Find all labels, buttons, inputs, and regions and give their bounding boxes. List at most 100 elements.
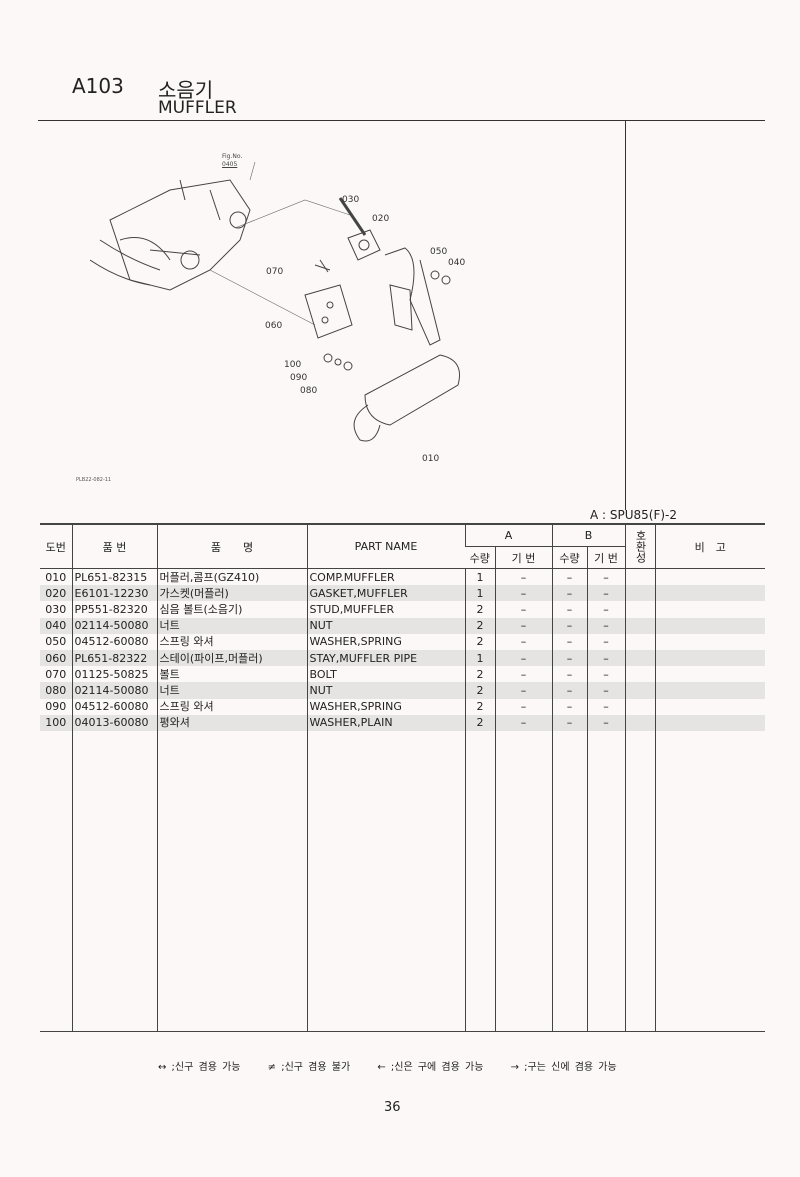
cell-a-qty: 2 — [464, 666, 495, 683]
cell-compat — [624, 585, 656, 602]
col-b-qty: 수량 — [551, 546, 587, 569]
header-divider — [38, 120, 765, 121]
cell-part-name: NUT — [306, 617, 465, 634]
cell-remarks — [654, 714, 766, 731]
cell-a-serial: – — [494, 585, 552, 602]
empty-cell — [40, 730, 72, 1032]
callout-label: 070 — [266, 267, 284, 277]
callout-label: 010 — [422, 454, 440, 464]
cell-remarks — [654, 633, 766, 650]
cell-remarks — [654, 568, 766, 586]
cell-part-no: PL651-82322 — [71, 649, 157, 667]
cell-name-ko: 볼트 — [156, 666, 307, 683]
cell-name-ko: 너트 — [156, 682, 307, 699]
cell-no: 020 — [40, 585, 72, 602]
empty-cell — [156, 730, 307, 1032]
cell-a-serial: – — [494, 601, 552, 618]
cell-remarks — [654, 666, 766, 683]
cell-a-serial: – — [494, 714, 552, 731]
stay-bracket — [304, 284, 353, 339]
cell-a-serial: – — [494, 633, 552, 650]
empty-cell — [464, 730, 495, 1032]
col-compat: 호환성 — [624, 523, 656, 569]
cell-b-serial: – — [586, 617, 626, 634]
figure-divider — [625, 120, 626, 510]
cell-no: 070 — [45, 667, 67, 681]
cell-remarks — [654, 585, 766, 602]
model-note: A : SPU85(F)-2 — [590, 508, 678, 522]
stud-bolt — [338, 197, 367, 236]
cell-name-ko: 심음 볼트(소음기) — [156, 601, 307, 618]
cell-a-serial: – — [494, 682, 552, 699]
cell-no: 100 — [40, 714, 72, 731]
callout-label: 100 — [284, 360, 302, 370]
cell-part-name: GASKET,MUFFLER — [306, 585, 465, 602]
cell-part-name: WASHER,SPRING — [306, 633, 465, 650]
gasket — [347, 229, 381, 261]
cell-a-qty: 2 — [464, 714, 495, 731]
cell-a-qty: 1 — [464, 568, 495, 586]
cell-b-qty: – — [551, 682, 587, 699]
cell-b-qty: – — [551, 649, 587, 667]
cell-compat — [624, 633, 656, 650]
cell-b-serial: – — [586, 682, 626, 699]
cell-no: 010 — [45, 570, 67, 584]
cell-b-qty: – — [551, 666, 587, 683]
page-number: 36 — [384, 1100, 401, 1115]
cell-part-name: NUT — [306, 682, 465, 699]
cell-no: 030 — [45, 602, 67, 616]
cell-remarks — [654, 617, 766, 634]
cell-part-no: 04013-60080 — [71, 714, 157, 731]
cell-part-name: WASHER,PLAIN — [306, 714, 465, 731]
col-group-b: B — [551, 523, 626, 547]
cell-compat — [624, 666, 656, 683]
cell-part-no: 04512-60080 — [71, 633, 157, 650]
col-group-a: A — [464, 523, 552, 547]
cell-compat — [624, 649, 656, 667]
cell-a-serial: – — [494, 698, 552, 715]
legend-item: ↔ ;신구 겸용 가능 — [158, 1062, 241, 1073]
cell-b-serial: – — [586, 714, 626, 731]
cell-a-qty: 2 — [464, 601, 495, 618]
empty-cell — [624, 730, 656, 1032]
cell-name-ko: 스프링 와셔 — [156, 633, 307, 650]
cell-b-serial: – — [586, 568, 626, 586]
cell-a-qty: 2 — [464, 633, 495, 650]
legend-item: ≠ ;신구 겸용 불가 — [267, 1062, 351, 1073]
col-a-serial: 기 번 — [494, 546, 552, 569]
cell-b-qty: – — [551, 585, 587, 602]
cell-a-serial: – — [494, 666, 552, 683]
legend-item: ← ;신은 구에 겸용 가능 — [377, 1062, 484, 1073]
fig-no-label: Fig.No. — [222, 153, 243, 160]
section-code: A103 — [72, 74, 124, 98]
col-part-no: 품 번 — [71, 523, 157, 569]
cell-part-name: WASHER,SPRING — [306, 698, 465, 715]
cell-compat — [624, 714, 656, 731]
cell-part-name: STAY,MUFFLER PIPE — [306, 649, 465, 667]
callout-label: 030 — [342, 195, 360, 205]
cell-name-ko: 머플러,콤프(GZ410) — [156, 568, 307, 586]
cell-b-qty: – — [551, 698, 587, 715]
cell-b-qty: – — [551, 601, 587, 618]
cell-b-qty: – — [551, 714, 587, 731]
cell-part-name: STUD,MUFFLER — [306, 601, 465, 618]
cell-remarks — [654, 649, 766, 667]
cell-name-ko: 너트 — [156, 617, 307, 634]
cell-no: 090 — [45, 700, 67, 714]
cell-part-no: PL651-82315 — [71, 568, 157, 586]
cell-remarks — [654, 601, 766, 618]
col-name-ko: 품 명 — [156, 523, 307, 569]
empty-cell — [306, 730, 465, 1032]
callout-label: 020 — [372, 214, 390, 224]
callout-label: 060 — [265, 321, 283, 331]
drawing-number: PLB22-082-11 — [76, 477, 112, 483]
cell-b-serial: – — [586, 585, 626, 602]
muffler-pipe — [384, 247, 441, 346]
section-title-en: MUFFLER — [158, 98, 237, 118]
cell-compat — [624, 698, 656, 715]
